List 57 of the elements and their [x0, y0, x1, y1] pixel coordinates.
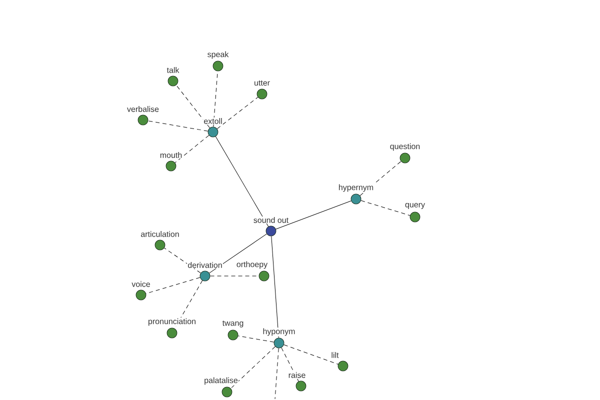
node-circle — [400, 152, 410, 164]
node-circle — [338, 360, 348, 372]
connector-line — [209, 234, 267, 274]
node-circle — [350, 194, 362, 204]
node-circle — [222, 386, 232, 398]
connector-line — [238, 336, 274, 342]
connector-line — [274, 348, 279, 400]
connector-line — [176, 84, 210, 128]
connector-line — [216, 96, 258, 130]
node-circle — [200, 270, 210, 282]
node-label: mouth — [159, 151, 183, 159]
node-circle — [208, 126, 218, 138]
node-circle — [228, 330, 238, 340]
node-circle — [258, 270, 270, 282]
node-label: palatalise — [204, 376, 238, 386]
connector-line — [284, 344, 338, 364]
node-label: speak — [206, 50, 230, 60]
node-label: articulation — [140, 230, 180, 238]
connector-line — [215, 136, 269, 227]
node-label: pronunciation — [147, 318, 197, 326]
connector-line — [360, 200, 410, 216]
connector-line — [148, 120, 208, 132]
node-circle — [274, 338, 284, 348]
node-circle — [166, 328, 178, 338]
node-label: question — [389, 142, 421, 152]
node-label: extoll — [203, 117, 223, 125]
connector-line — [213, 71, 218, 128]
node-label: query — [404, 202, 426, 210]
node-circle — [296, 380, 306, 392]
node-label: derivation — [187, 261, 223, 269]
connector-line — [174, 135, 210, 163]
node-label: sound out — [252, 216, 290, 224]
node-label: orthoepy — [236, 260, 268, 270]
connector-line — [276, 200, 352, 230]
connector-line — [281, 347, 299, 382]
node-label: hypernym — [338, 184, 374, 192]
node-circle — [256, 88, 268, 100]
node-circle — [266, 226, 276, 236]
node-label: voice — [131, 280, 151, 288]
node-circle — [154, 240, 166, 250]
node-circle — [168, 76, 178, 86]
node-circle — [138, 114, 148, 126]
node-label: utter — [253, 80, 271, 86]
connector-line — [271, 236, 279, 338]
connector-line — [164, 248, 201, 274]
node-circle — [410, 212, 420, 222]
node-label: raise — [288, 371, 306, 379]
node-label: twang — [222, 320, 244, 328]
connector-line — [146, 277, 200, 294]
node-label: hyponym — [262, 328, 296, 336]
node-label: talk — [166, 66, 180, 74]
node-circle — [166, 160, 176, 172]
node-circle — [136, 290, 146, 300]
node-circle — [212, 60, 224, 72]
connector-line — [230, 346, 276, 389]
node-label: verbalise — [126, 105, 160, 113]
node-label: lilt — [330, 351, 340, 359]
